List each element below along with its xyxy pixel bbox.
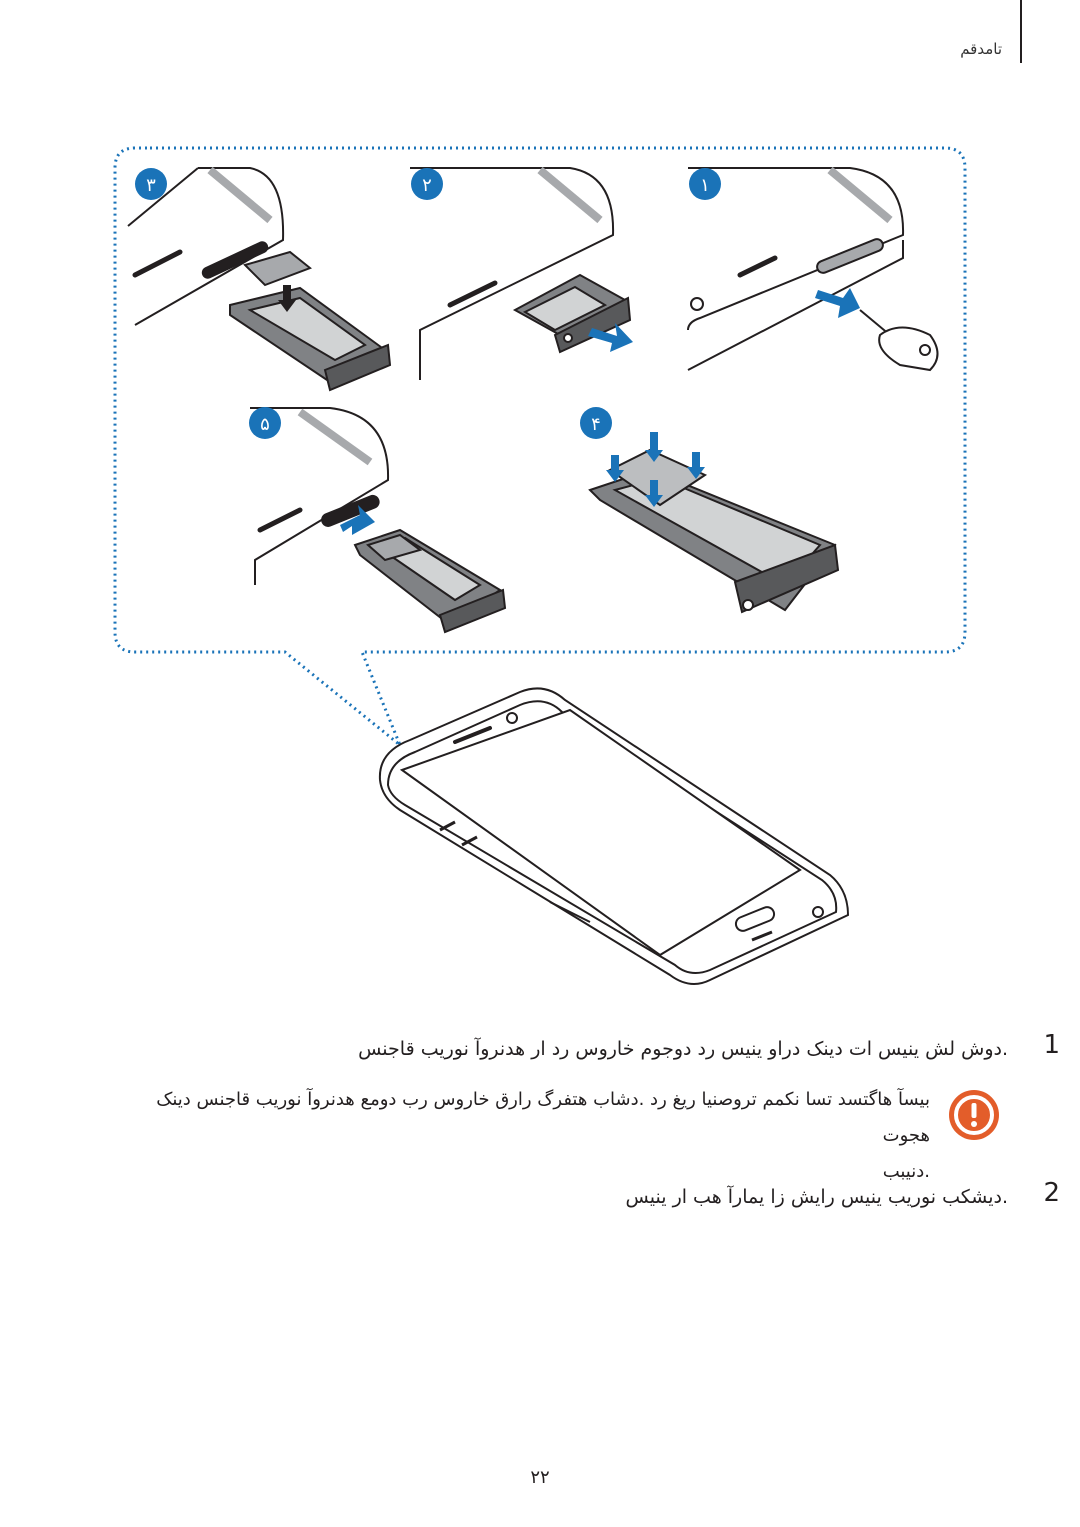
- panel-5-insert-tray: [250, 407, 507, 634]
- step-number: 1: [1043, 1030, 1060, 1060]
- panel-1-arrow: [815, 288, 860, 318]
- panel-5-arrow: [340, 505, 375, 535]
- step-2: 2 .دیشکب نوریب ینیس رایش زا یمارآ هب ار …: [108, 1178, 1060, 1214]
- header-divider: [1020, 0, 1022, 63]
- step-1: 1 .دوش لش ینیس ات دینک دراو ینیس رد دوجو…: [108, 1030, 1060, 1066]
- svg-text:۲: ۲: [422, 175, 432, 196]
- step-badge-3: ۳: [135, 168, 167, 200]
- caution-icon: [949, 1090, 999, 1140]
- svg-text:۴: ۴: [591, 414, 601, 435]
- caution-line-1: بیسآ هاگتسد تسا نکمم تروصنیا ریغ رد .دشا…: [156, 1089, 930, 1146]
- panel-1-eject-pin: [687, 166, 939, 372]
- svg-text:۳: ۳: [146, 175, 156, 196]
- page-number: ۲۲: [530, 1467, 550, 1488]
- panel-2-arrow: [588, 323, 633, 352]
- sim-tray-illustration: ۱ ۲ ۳ ۴ ۵: [113, 146, 967, 985]
- panel-3-place-sim: [127, 166, 392, 392]
- step-number: 2: [1043, 1178, 1060, 1208]
- callout-border: [113, 146, 967, 747]
- step-text: .دوش لش ینیس ات دینک دراو ینیس رد دوجوم …: [358, 1038, 1008, 1060]
- panel-3-arrow: [278, 285, 296, 312]
- caution-line-2: .دنیبب: [882, 1161, 930, 1182]
- step-text: .دیشکب نوریب ینیس رایش زا یمارآ هب ار ین…: [625, 1186, 1008, 1208]
- section-title: تامدقم: [960, 40, 1002, 58]
- svg-text:۱: ۱: [700, 175, 710, 196]
- panel-4-arrows: [606, 432, 705, 507]
- step-badge-2: ۲: [411, 168, 443, 200]
- phone-illustration: [378, 687, 850, 985]
- panel-2-pull-tray: [410, 166, 632, 380]
- step-badge-4: ۴: [580, 407, 612, 439]
- svg-text:۵: ۵: [260, 414, 270, 435]
- step-badge-1: ۱: [689, 168, 721, 200]
- panel-4-sim-on-tray: [588, 448, 840, 614]
- step-badge-5: ۵: [249, 407, 281, 439]
- caution-note: بیسآ هاگتسد تسا نکمم تروصنیا ریغ رد .دشا…: [130, 1082, 930, 1190]
